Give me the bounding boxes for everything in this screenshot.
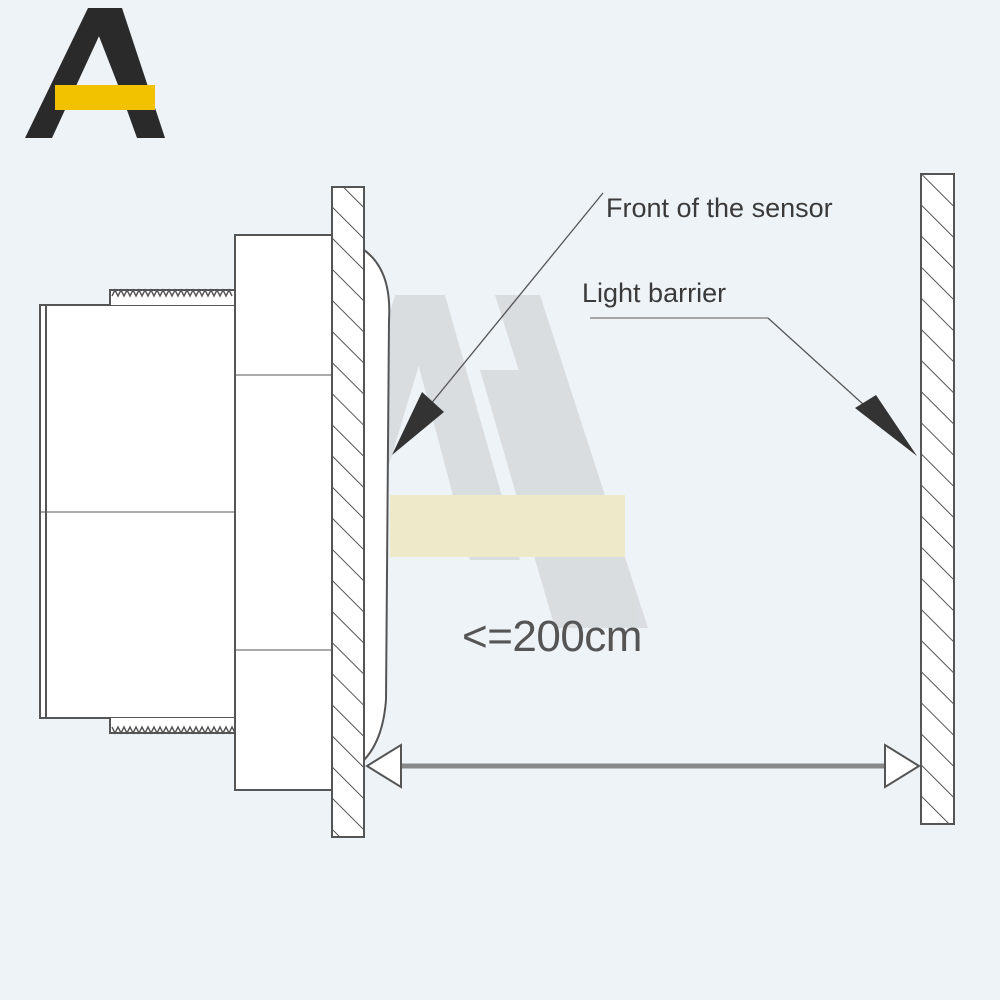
distance-label: <=200cm [462,612,642,661]
front-of-sensor-label: Front of the sensor [606,193,833,223]
aa-logo-icon [25,8,165,138]
front-leader-icon [392,192,604,455]
mounting-panel [331,186,365,838]
sensor-body [39,234,391,791]
barrier-leader-icon [590,317,917,456]
light-barrier [920,173,955,825]
light-barrier-label: Light barrier [582,278,727,308]
double-arrow-icon [365,743,921,789]
sensor-thread [111,288,236,735]
